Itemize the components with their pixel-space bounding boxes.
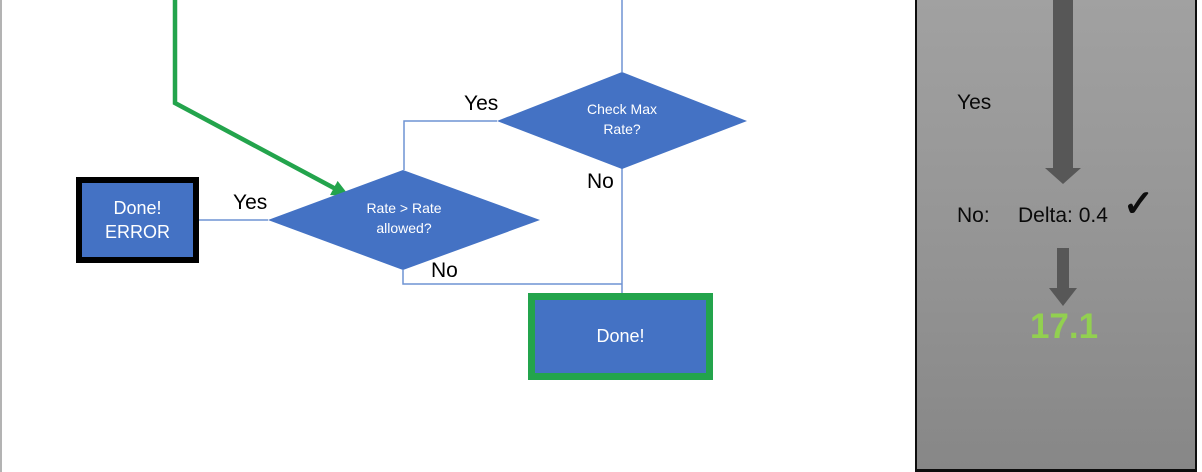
- done-error-box-line1: Done!: [113, 197, 162, 218]
- panel-no-label: No:: [957, 204, 990, 227]
- done-box-label: Done!: [596, 326, 645, 347]
- check-max-rate-label-line1: Check Max: [586, 101, 658, 117]
- connector-rate-allowed-no-to-done: [402, 270, 622, 285]
- green-flow-path-arrow: [172, 0, 350, 197]
- checkmark-icon: ✓: [1123, 183, 1155, 224]
- rate-allowed-yes-label: Yes: [233, 191, 268, 214]
- panel-yes-label: Yes: [957, 91, 992, 114]
- connector-check-max-yes: [403, 120, 497, 170]
- rate-allowed-label: Rate > Rate allowed?: [268, 198, 540, 238]
- slide-left-edge-divider: [0, 0, 2, 472]
- panel-delta-value: Delta: 0.4: [1018, 204, 1108, 227]
- done-error-box-line2: ERROR: [104, 222, 170, 242]
- check-max-yes-label: Yes: [464, 92, 499, 115]
- flowchart-shape-layer: [172, 0, 747, 293]
- rate-allowed-label-line2: allowed?: [376, 220, 432, 236]
- big-down-arrow-shaft: [1053, 0, 1073, 168]
- big-down-arrow-icon: [1045, 168, 1081, 184]
- done-error-box: Done! ERROR: [76, 177, 199, 263]
- rate-allowed-no-label: No: [431, 259, 458, 282]
- decision-diamond-rate-allowed: [268, 170, 540, 270]
- decision-diamond-check-max-rate: [497, 72, 747, 169]
- check-max-no-label: No: [587, 170, 614, 193]
- small-down-arrow-shaft: [1057, 248, 1069, 288]
- rate-allowed-label-line1: Rate > Rate: [366, 200, 442, 216]
- done-box: Done!: [528, 293, 713, 380]
- result-value: 17.1: [1029, 307, 1099, 346]
- check-max-rate-label: Check Max Rate?: [497, 99, 747, 139]
- check-max-rate-label-line2: Rate?: [603, 121, 641, 137]
- annotation-side-panel: Yes No: Delta: 0.4 ✓ 17.1: [915, 0, 1197, 472]
- small-down-arrow-icon: [1049, 288, 1077, 306]
